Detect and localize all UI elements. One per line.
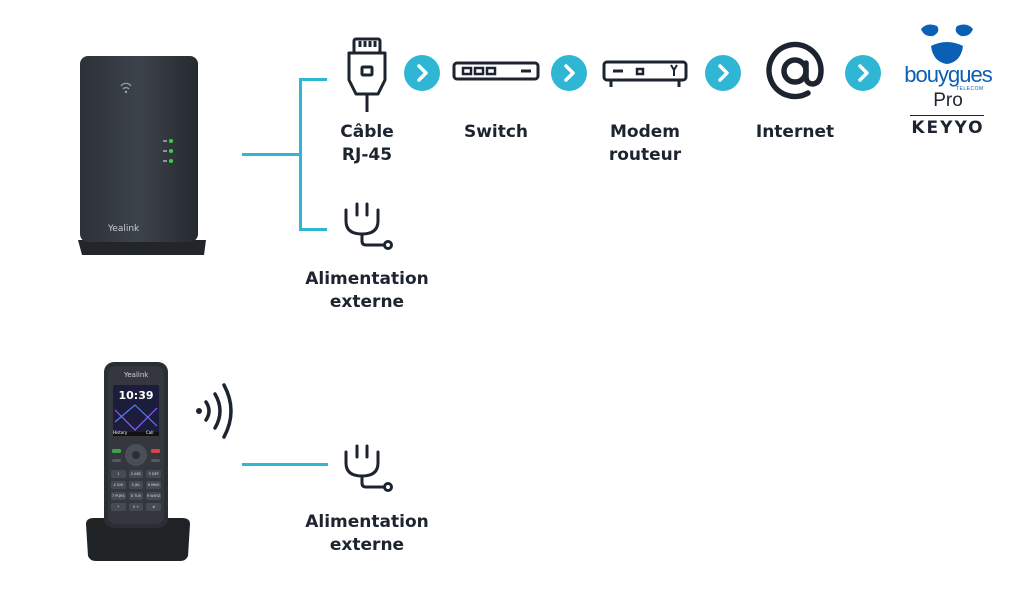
- bouygues-telecom-text: TELECOM: [956, 86, 984, 92]
- power-plug-icon: [337, 443, 395, 495]
- base-brand-label: Yealink: [108, 224, 140, 234]
- keypad-key: 0 +: [128, 503, 144, 511]
- rj45-plug-icon: [345, 36, 389, 114]
- keypad-key: 5 JKL: [128, 481, 144, 489]
- branch-to-power: [299, 228, 327, 231]
- keypad-key: #: [146, 503, 161, 511]
- modem-router-icon: [601, 56, 689, 90]
- handset-keypad: 1 2 ABC 3 DEF 4 GHI 5 JKL 6 MNO 7 PQRS 8…: [111, 470, 161, 511]
- handset-power-label: Alimentation externe: [292, 511, 442, 557]
- keypad-key: 2 ABC: [128, 470, 144, 478]
- handset-softkey-left: History: [113, 430, 128, 435]
- keyyo-logo: KEYYO: [911, 118, 985, 138]
- keypad-key: 6 MNO: [146, 481, 161, 489]
- base-station-image: Yealink: [72, 52, 212, 264]
- keypad-key: 3 DEF: [146, 470, 161, 478]
- chevron-right-icon: [845, 55, 881, 91]
- cable-label-line1: Câble: [340, 122, 394, 142]
- keypad-key: 1: [111, 470, 126, 478]
- keypad-key: 4 GHI: [111, 481, 126, 489]
- handset-power-label-line2: externe: [329, 535, 405, 555]
- modem-label-line2: routeur: [608, 145, 682, 165]
- cable-label: Câble RJ-45: [322, 121, 412, 167]
- handset-brand-label: Yealink: [124, 371, 149, 379]
- keypad-key: 8 TUV: [128, 492, 144, 500]
- wireless-signal-icon: [192, 380, 240, 442]
- branch-to-cable: [299, 78, 327, 81]
- keypad-key: 7 PQRS: [111, 492, 126, 500]
- at-sign-icon: [762, 38, 828, 104]
- bouygues-wordmark: bouygues: [904, 62, 992, 87]
- chevron-right-icon: [551, 55, 587, 91]
- logo-divider: [910, 115, 984, 116]
- pro-label: Pro: [933, 90, 963, 111]
- modem-label-line1: Modem: [609, 122, 680, 142]
- internet-label: Internet: [755, 122, 835, 142]
- keypad-key: 9 WXYZ: [146, 492, 161, 500]
- handset-softkey-right: Call: [146, 430, 154, 435]
- modem-label: Modem routeur: [595, 121, 695, 167]
- power-plug-icon: [337, 201, 395, 253]
- base-power-label-line2: externe: [329, 292, 405, 312]
- switch-label: Switch: [463, 122, 529, 142]
- base-power-label-line1: Alimentation: [305, 269, 429, 289]
- handset-connector-line: [242, 463, 328, 466]
- switch-icon: [451, 60, 541, 84]
- keypad-key: *: [111, 503, 126, 511]
- handset-image: Yealink 10:39 History Call 1 2 ABC 3 DEF…: [82, 360, 194, 562]
- chevron-right-icon: [404, 55, 440, 91]
- bouygues-logo: bouygues TELECOM Pro KEYYO: [898, 20, 998, 140]
- handset-time: 10:39: [118, 389, 154, 402]
- handset-power-label-line1: Alimentation: [305, 512, 429, 532]
- cable-label-line2: RJ-45: [341, 145, 393, 165]
- base-branch-vertical: [299, 78, 302, 231]
- base-power-label: Alimentation externe: [292, 268, 442, 314]
- base-connector-line: [242, 153, 302, 156]
- chevron-right-icon: [705, 55, 741, 91]
